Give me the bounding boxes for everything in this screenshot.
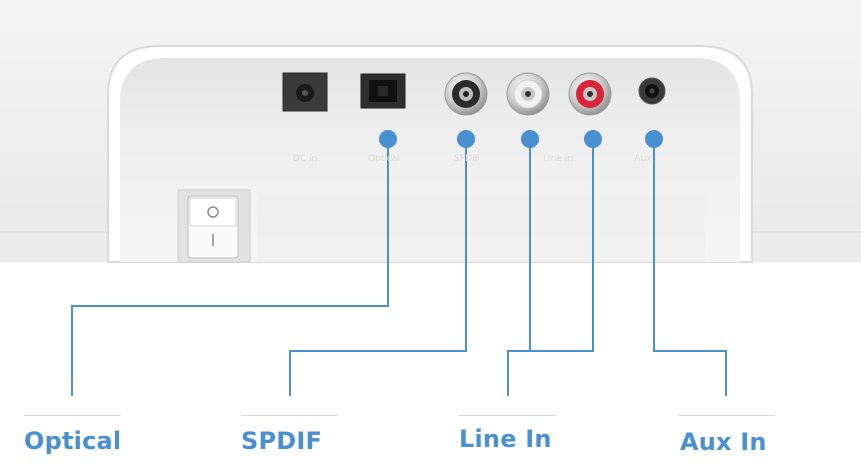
port-print-dc-in: DC in — [292, 154, 318, 164]
rule-line-in — [459, 415, 556, 416]
port-print-aux: Aux — [634, 154, 652, 164]
label-aux-in: Aux In — [680, 428, 767, 456]
label-optical: Optical — [24, 427, 122, 455]
marker-spdif — [457, 130, 475, 148]
marker-aux — [645, 130, 663, 148]
rule-aux-in — [678, 415, 775, 416]
callout-markers — [379, 130, 663, 148]
marker-line-in-left — [521, 130, 539, 148]
label-spdif: SPDIF — [241, 427, 323, 455]
line-in-left-port — [506, 72, 550, 116]
port-print-line-in: Line in — [543, 154, 573, 164]
callout-lines — [71, 139, 727, 396]
line-in-right-port — [568, 72, 612, 116]
aux-port — [638, 77, 666, 105]
rule-optical — [24, 415, 121, 416]
rule-spdif — [241, 415, 338, 416]
marker-optical — [379, 130, 397, 148]
label-line-in: Line In — [459, 425, 552, 453]
power-switch — [177, 189, 251, 263]
port-print-spdif: SPDIF — [454, 154, 480, 164]
port-print-optical: Optical — [368, 154, 400, 164]
marker-line-in-right — [584, 130, 602, 148]
spdif-rca-port — [444, 72, 488, 116]
